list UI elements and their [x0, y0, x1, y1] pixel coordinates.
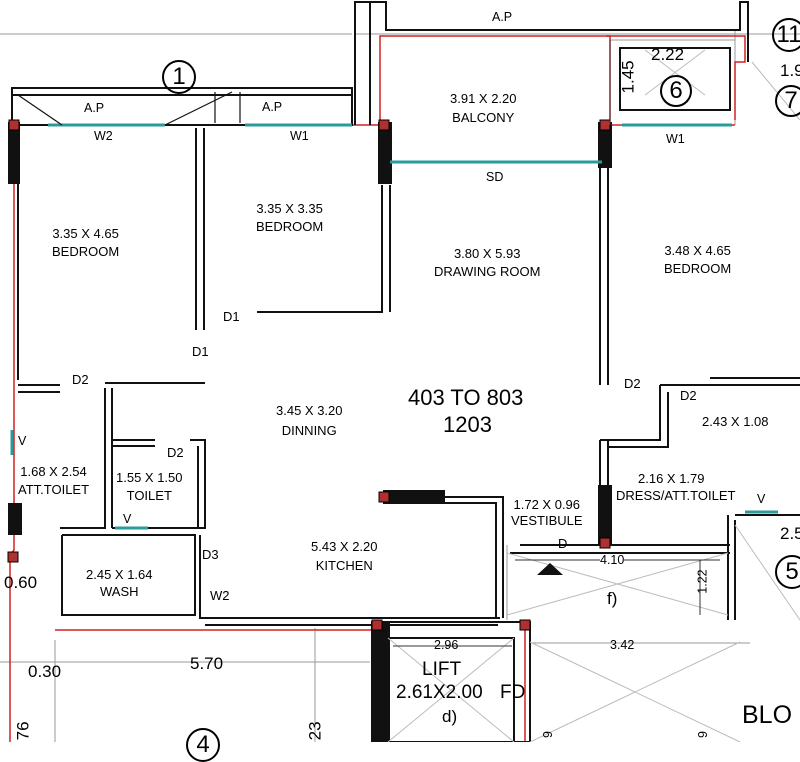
dim-23: 23	[305, 721, 325, 741]
door-d3: D3	[202, 547, 219, 562]
dim-2-96: 2.96	[434, 638, 459, 652]
room-size: 3.35 X 3.35	[256, 201, 323, 216]
grid-marker-5: 5	[775, 555, 800, 589]
room-name: ATT.TOILET	[18, 481, 90, 497]
room-size: 2.43 X 1.08	[702, 414, 769, 429]
door-d2-b: D2	[167, 445, 184, 460]
room-size: 3.48 X 4.65	[664, 243, 731, 258]
dim-9-a: 9	[540, 731, 555, 739]
room-name: WASH	[99, 583, 139, 599]
sliding-door-label: SD	[486, 170, 504, 184]
dim-1-45: 1.45	[618, 60, 638, 94]
ap-label-1: A.P	[84, 101, 105, 115]
door-d2-d: D2	[680, 388, 697, 403]
grid-marker-1: 1	[162, 60, 196, 94]
room-size: 1.55 X 1.50	[116, 470, 183, 485]
room-small: 2.43 X 1.08	[702, 415, 769, 429]
window-w1-right: W1	[666, 132, 685, 146]
door-d2-c: D2	[624, 376, 641, 391]
room-name: DRESS/ATT.TOILET	[616, 487, 736, 503]
room-drawing: 3.80 X 5.93 DRAWING ROOM	[434, 247, 540, 278]
dim-0-30: 0.30	[28, 662, 62, 681]
windows	[10, 123, 778, 530]
room-name: BEDROOM	[52, 243, 120, 259]
room-size: 2.16 X 1.79	[638, 471, 705, 486]
door-d1-b: D1	[192, 344, 209, 359]
room-size: 3.45 X 3.20	[276, 403, 343, 418]
room-size: 5.43 X 2.20	[311, 539, 378, 554]
room-dress-att-toilet: 2.16 X 1.79 DRESS/ATT.TOILET	[616, 472, 735, 502]
room-name: BEDROOM	[256, 218, 324, 234]
grid-marker-7: 7	[775, 85, 800, 117]
grid-marker-11: 11	[772, 18, 800, 52]
dim-1-22: 1.22	[695, 569, 710, 594]
room-name: BEDROOM	[664, 260, 732, 276]
vent-v3: V	[757, 492, 766, 506]
unit-title: 403 TO 803 1203	[408, 386, 523, 436]
grid-marker-6: 6	[660, 75, 692, 107]
room-name: DINNING	[281, 422, 337, 438]
room-name: DRAWING ROOM	[434, 263, 541, 279]
room-name: LIFT	[422, 659, 462, 680]
room-lift: LIFT 2.61X2.00	[396, 660, 483, 703]
room-name: TOILET	[126, 487, 172, 503]
dim-5-70: 5.70	[190, 654, 224, 673]
room-size: 3.91 X 2.20	[450, 91, 517, 106]
dim-76: 76	[13, 721, 33, 741]
room-size: 1.72 X 0.96	[513, 497, 581, 512]
walls	[11, 1, 800, 742]
room-name: KITCHEN	[315, 557, 373, 573]
unit-number: 1203	[443, 412, 492, 438]
window-w2-top: W2	[94, 129, 113, 143]
room-balcony: 3.91 X 2.20 BALCONY	[450, 92, 517, 124]
room-size: 3.35 X 4.65	[52, 226, 119, 241]
grid-marker-4: 4	[186, 728, 220, 762]
dim-3-42: 3.42	[610, 638, 635, 652]
column-markers	[7, 119, 611, 631]
floor-plan-drawing	[0, 1, 800, 742]
room-toilet: 1.55 X 1.50 TOILET	[116, 471, 183, 502]
door-d2-a: D2	[72, 372, 89, 387]
dim-9-b: 9	[695, 731, 710, 739]
dim-0-60: 0.60	[4, 573, 38, 592]
ap-diagonals	[17, 91, 241, 126]
fire-door-label: FD	[500, 682, 526, 703]
door-main: D	[558, 536, 568, 551]
dim-1-9: 1.9	[780, 61, 800, 80]
block-label: BLO	[742, 701, 793, 729]
room-size: 3.80 X 5.93	[453, 246, 521, 261]
room-size: 2.61X2.00	[396, 681, 483, 703]
room-att-toilet: 1.68 X 2.54 ATT.TOILET	[18, 465, 89, 496]
room-dinning: 3.45 X 3.20 DINNING	[276, 404, 343, 437]
shaft-label-f: f)	[607, 589, 618, 608]
vent-v1: V	[18, 434, 27, 448]
shaft-crossing	[387, 49, 800, 742]
room-wash: 2.45 X 1.64 WASH	[86, 568, 153, 598]
unit-range: 403 TO 803	[408, 385, 524, 410]
ap-label-2: A.P	[262, 100, 283, 114]
room-name: BALCONY	[452, 109, 515, 125]
room-size: 1.68 X 2.54	[20, 464, 87, 479]
vent-v2: V	[123, 512, 132, 526]
room-kitchen: 5.43 X 2.20 KITCHEN	[311, 540, 378, 572]
dim-4-10: 4.10	[600, 553, 625, 568]
room-size: 2.45 X 1.64	[86, 567, 153, 582]
dim-2-5: 2.5	[780, 524, 800, 543]
room-bedroom-right: 3.48 X 4.65 BEDROOM	[664, 244, 731, 275]
dimension-lines	[393, 40, 720, 647]
window-w1-top: W1	[290, 129, 309, 143]
dim-2-22: 2.22	[651, 45, 685, 64]
room-vestibule: 1.72 X 0.96 VESTIBULE	[511, 498, 583, 527]
entry-arrow	[537, 563, 563, 575]
columns	[8, 122, 612, 742]
room-name: VESTIBULE	[511, 512, 583, 528]
room-bedroom-left: 3.35 X 4.65 BEDROOM	[52, 227, 119, 258]
grid-lines	[0, 30, 800, 742]
room-bedroom-mid: 3.35 X 3.35 BEDROOM	[256, 202, 323, 233]
ap-label-3: A.P	[492, 10, 513, 24]
window-w2-wash: W2	[210, 588, 230, 603]
door-d1-a: D1	[223, 309, 240, 324]
lift-label-d: d)	[442, 707, 458, 726]
